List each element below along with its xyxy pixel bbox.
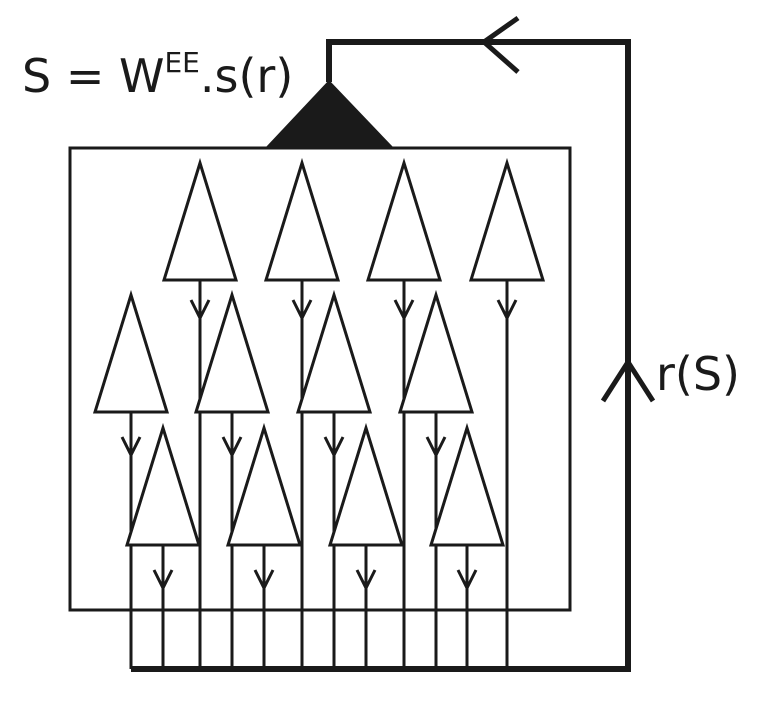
neuron bbox=[295, 289, 373, 414]
axon-arrowhead bbox=[496, 299, 518, 322]
neuron bbox=[397, 289, 475, 414]
neuron bbox=[193, 289, 271, 414]
equation-label: S = WEE.s(r) bbox=[22, 46, 293, 103]
neuron bbox=[225, 422, 303, 547]
feedback-arrow-top bbox=[479, 15, 520, 74]
neuron bbox=[92, 289, 170, 414]
neuron bbox=[161, 157, 239, 282]
equation-rest: .s(r) bbox=[200, 49, 293, 103]
output-neuron bbox=[266, 80, 393, 147]
equation-main: S = W bbox=[22, 49, 164, 103]
axon-arrowhead bbox=[291, 299, 313, 322]
axon-arrowhead bbox=[393, 299, 415, 322]
axon-arrowhead bbox=[253, 569, 275, 592]
axon-arrowhead bbox=[152, 569, 174, 592]
axon-arrowheads bbox=[120, 299, 518, 592]
feedback-label: r(S) bbox=[656, 347, 740, 401]
axon-arrowhead bbox=[323, 436, 345, 459]
neurons-row-3 bbox=[124, 422, 506, 547]
neurons-row-1 bbox=[161, 157, 546, 282]
neuron bbox=[468, 157, 546, 282]
network-box bbox=[68, 146, 572, 612]
feedback-loop bbox=[131, 39, 631, 672]
axon-arrowhead bbox=[120, 436, 142, 459]
neuron bbox=[124, 422, 202, 547]
neurons-row-2 bbox=[92, 289, 475, 414]
neuron bbox=[327, 422, 405, 547]
feedback-arrow-right bbox=[600, 357, 656, 403]
axon-arrowhead bbox=[355, 569, 377, 592]
axon-arrowhead bbox=[425, 436, 447, 459]
neuron bbox=[428, 422, 506, 547]
equation-superscript: EE bbox=[164, 46, 199, 79]
axon-arrowhead bbox=[221, 436, 243, 459]
neuron bbox=[263, 157, 341, 282]
axon-arrowhead bbox=[456, 569, 478, 592]
neuron bbox=[365, 157, 443, 282]
axon-arrowhead bbox=[189, 299, 211, 322]
